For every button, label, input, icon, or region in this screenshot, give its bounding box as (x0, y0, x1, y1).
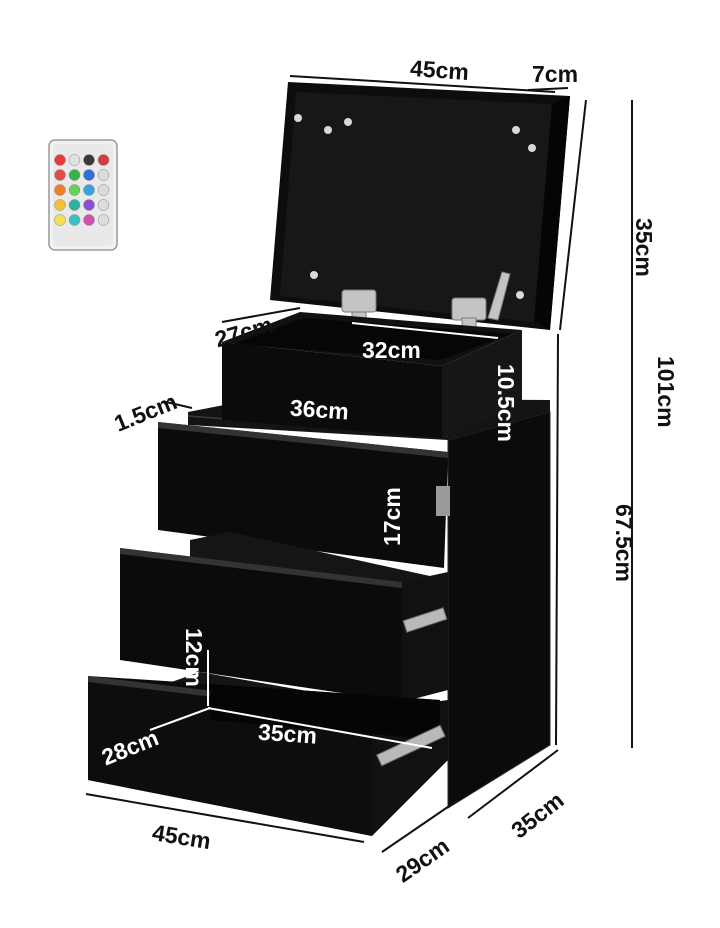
top-drawer-height-label: 17cm (379, 487, 405, 546)
remote-button (97, 214, 110, 226)
remote-button (97, 154, 110, 166)
remote-button (54, 199, 66, 211)
remote-button (68, 214, 81, 226)
bottom-drawer-height-label: 12cm (181, 628, 207, 687)
drawer-2 (120, 532, 448, 702)
remote-button (68, 199, 81, 211)
lid-depth-label: 7cm (532, 61, 578, 87)
remote-button (83, 199, 95, 211)
remote-button (83, 184, 95, 196)
base-depth-right-label: 35cm (506, 787, 568, 844)
remote-button (54, 154, 66, 166)
remote-button (83, 214, 95, 226)
remote-buttons (54, 154, 110, 226)
base-width-label: 45cm (150, 819, 212, 854)
remote-button (68, 184, 81, 196)
tray-inner-width-label: 32cm (362, 337, 421, 363)
top-tray (222, 312, 522, 438)
remote-button (97, 199, 110, 211)
total-height-label: 101cm (653, 356, 679, 428)
remote-button (97, 169, 110, 181)
cabinet-height-label: 67.5cm (611, 504, 637, 582)
lid-width-label: 45cm (409, 55, 469, 85)
open-lid (270, 82, 570, 349)
drawer-1 (158, 422, 450, 568)
tray-height-label: 10.5cm (493, 364, 519, 442)
remote-button (54, 184, 66, 196)
bottom-drawer-width-label: 35cm (257, 719, 317, 749)
remote-button (68, 154, 81, 166)
lid-height-label: 35cm (631, 218, 657, 277)
top-drawer-width-label: 36cm (289, 395, 349, 425)
remote-button (54, 214, 66, 226)
remote-button (83, 154, 95, 166)
remote-button (83, 169, 95, 181)
remote-button (97, 184, 110, 196)
dimension-lines (85, 75, 633, 853)
drawer-3 (88, 672, 448, 836)
remote-button (54, 169, 66, 181)
remote-button (68, 169, 81, 181)
rgb-remote-control (48, 139, 118, 251)
